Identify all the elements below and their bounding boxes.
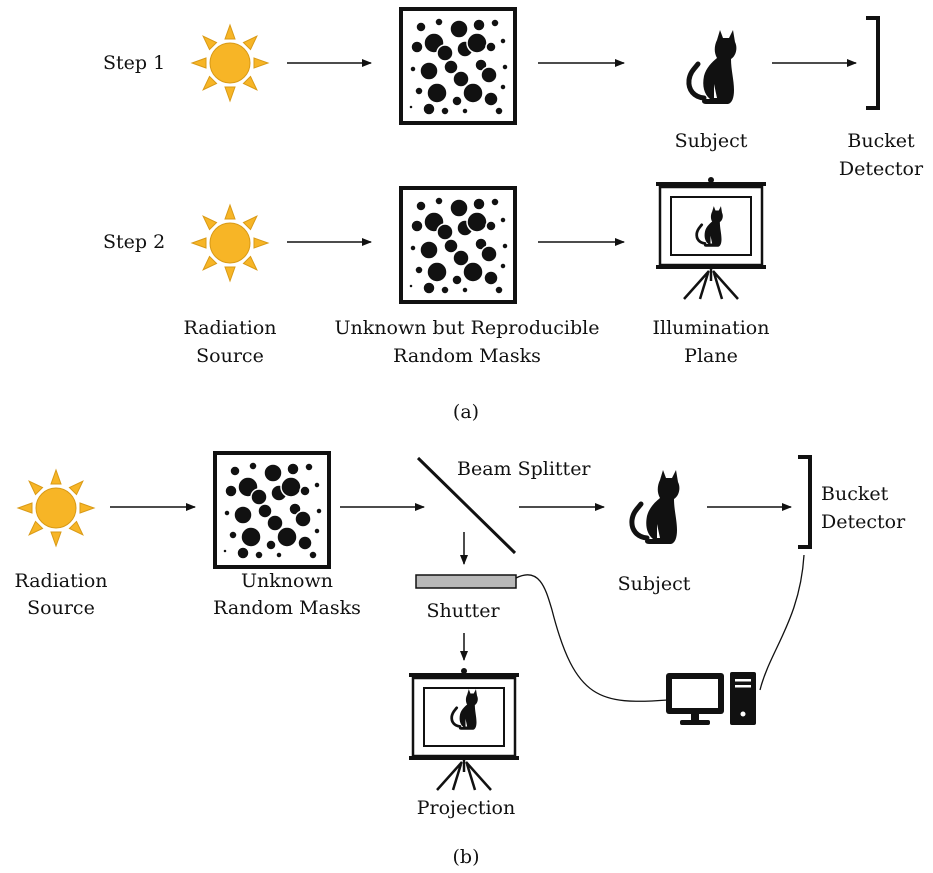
detector-label-line1: Bucket (847, 130, 915, 152)
sun-icon (191, 204, 269, 282)
caption-a: (a) (453, 401, 479, 423)
beam-splitter-icon (416, 456, 517, 555)
subject-label: Subject (618, 573, 691, 595)
source-label-line1: Radiation (14, 570, 107, 592)
masks-label-line2: Random Masks (393, 345, 541, 367)
shutter-icon (415, 574, 517, 589)
detector-label-line1: Bucket (821, 483, 889, 505)
cat-silhouette-icon (632, 470, 680, 544)
plane-label-line1: Illumination (653, 317, 770, 339)
plane-label-line2: Plane (684, 345, 738, 367)
desktop-computer-icon (666, 672, 756, 725)
cat-silhouette-icon (689, 30, 737, 104)
masks-label-line1: Unknown (241, 570, 333, 592)
step1-label: Step 1 (103, 52, 165, 74)
bucket-detector-bracket-icon (864, 16, 880, 110)
shutter-label: Shutter (426, 600, 500, 622)
random-mask-icon (399, 7, 517, 125)
masks-label-line1: Unknown but Reproducible (335, 317, 600, 339)
detector-label-line2: Detector (821, 511, 906, 533)
panel-b: Beam Splitter Bucket Detector Shutter Pr… (14, 451, 906, 868)
detector-cable (759, 554, 805, 691)
step2-label: Step 2 (103, 231, 165, 253)
source-label-line2: Source (196, 345, 264, 367)
caption-b: (b) (453, 846, 480, 868)
detector-label-line2: Detector (839, 158, 924, 180)
source-label-line1: Radiation (183, 317, 276, 339)
sun-icon (191, 24, 269, 102)
shutter-cable (515, 574, 669, 702)
masks-label-line2: Random Masks (213, 597, 361, 619)
bucket-detector-bracket-icon (796, 455, 812, 549)
random-mask-icon (399, 186, 517, 304)
splitter-label: Beam Splitter (457, 458, 591, 480)
projection-label: Projection (417, 797, 515, 819)
source-label-line2: Source (27, 597, 95, 619)
panel-a: Step 1 Subject Bucket Detector Step 2 Ra… (103, 7, 924, 423)
random-mask-icon (213, 451, 331, 569)
subject-label: Subject (675, 130, 748, 152)
sun-icon (17, 469, 95, 547)
